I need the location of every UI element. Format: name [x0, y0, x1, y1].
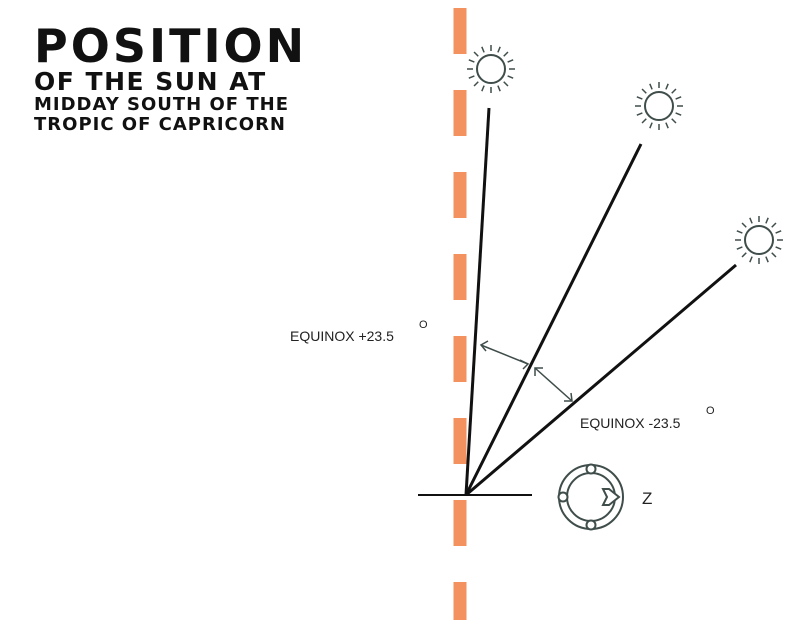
sun-ray — [671, 118, 677, 124]
sun-ray — [775, 246, 782, 250]
sun-icon-bottom — [735, 216, 783, 264]
sun-ray — [636, 96, 643, 100]
sun-ray — [641, 118, 647, 124]
equinox-plus-degree: O — [419, 319, 428, 331]
sun-ray — [736, 230, 743, 234]
sun-ray — [507, 59, 514, 63]
equinox-minus-label: EQUINOX -23.5 — [580, 415, 681, 431]
sun-ray — [497, 46, 501, 53]
sun-ray — [741, 222, 747, 228]
title-line-1: POSITION — [34, 19, 308, 73]
sun-ray — [749, 217, 753, 224]
sun-ray — [675, 112, 682, 116]
sun-ray — [641, 88, 647, 94]
sun-ray — [473, 81, 479, 87]
sun-ray — [765, 217, 769, 224]
sun-ray — [649, 122, 653, 129]
sun-ray — [468, 75, 475, 79]
sun-ray — [671, 88, 677, 94]
equinox-plus-label: EQUINOX +23.5 — [290, 328, 394, 344]
sun-icon-middle — [635, 82, 683, 130]
sun-ray — [503, 51, 509, 57]
sun-ray — [507, 75, 514, 79]
title-line-2: OF THE SUN AT — [34, 67, 267, 96]
sun-ray — [675, 96, 682, 100]
sun-ray — [468, 59, 475, 63]
compass-icon — [557, 463, 624, 531]
sun-ray — [775, 230, 782, 234]
double-arrow-icon-upper — [479, 340, 530, 370]
sun-ray — [741, 252, 747, 258]
sun-ray — [765, 256, 769, 263]
sun-ray-line-winter — [465, 263, 737, 497]
sun-ray — [503, 81, 509, 87]
title-line-4: TROPIC OF CAPRICORN — [34, 114, 286, 135]
title-block: POSITION OF THE SUN AT MIDDAY SOUTH OF T… — [34, 19, 374, 135]
sun-ray — [481, 85, 485, 92]
direction-label: Z — [642, 489, 652, 508]
sun-ray — [473, 51, 479, 57]
sun-ray-line-summer — [464, 107, 491, 496]
sun-ray — [665, 122, 669, 129]
equinox-minus-degree: O — [706, 405, 715, 417]
title-line-3: MIDDAY SOUTH OF THE — [34, 94, 289, 115]
sun-ray — [481, 46, 485, 53]
sun-ray — [649, 83, 653, 90]
double-arrow-icon-lower — [534, 367, 573, 402]
sun-ray-line-equinox — [464, 143, 643, 496]
sun-ray — [665, 83, 669, 90]
sun-ray — [771, 222, 777, 228]
sun-ray — [497, 85, 501, 92]
sun-ray — [771, 252, 777, 258]
sun-ray — [636, 112, 643, 116]
sun-ray — [749, 256, 753, 263]
sun-ray — [736, 246, 743, 250]
sun-icon-top — [467, 45, 515, 93]
